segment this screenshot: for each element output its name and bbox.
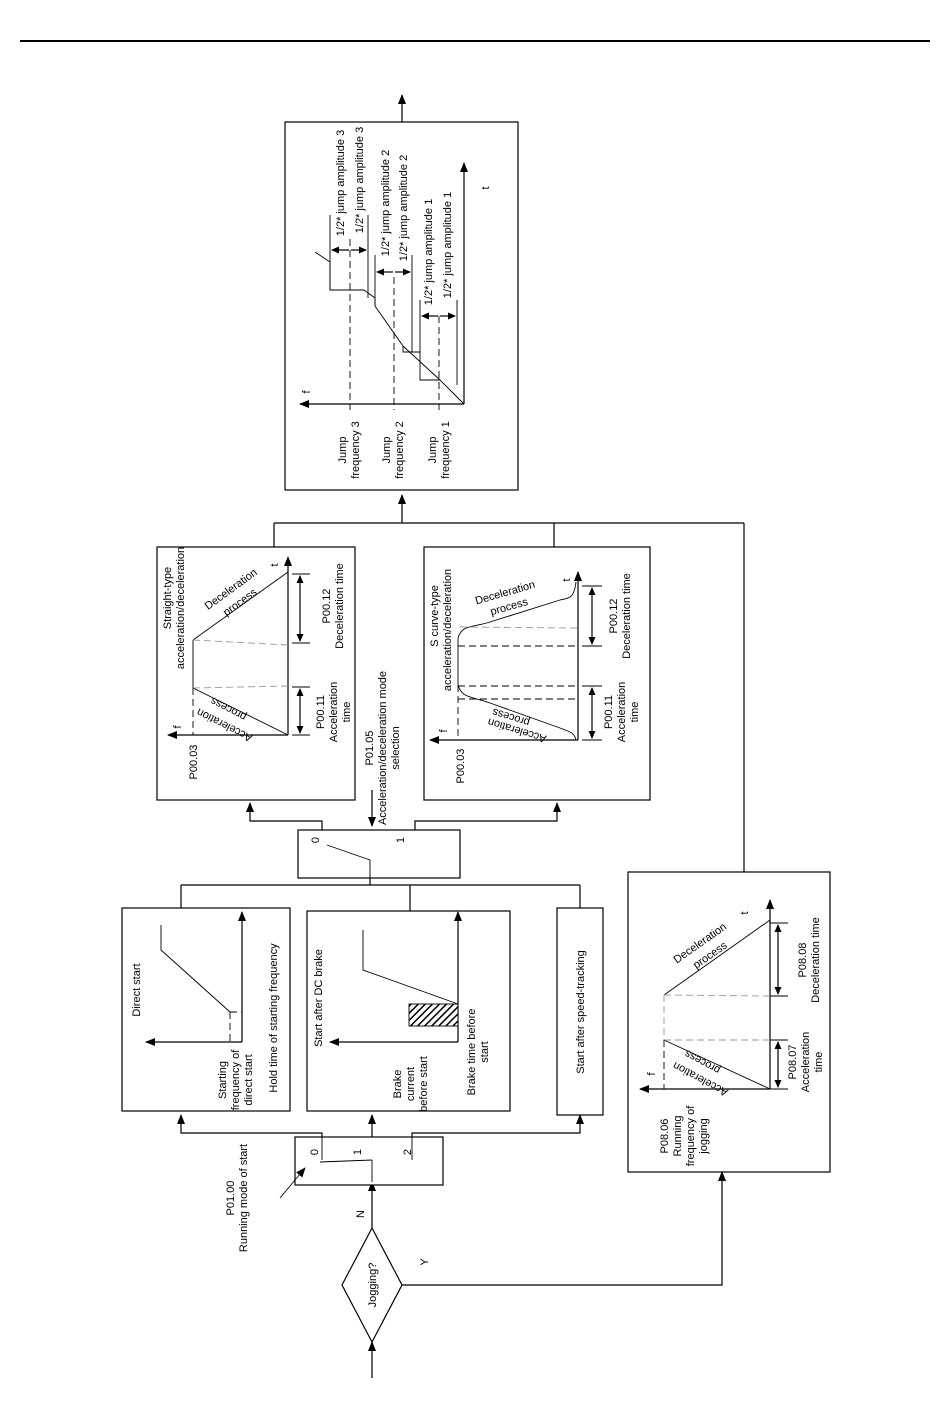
jump-t: t — [480, 186, 492, 189]
start-opt-0: 0 — [309, 1149, 321, 1155]
decision-no-label: N — [355, 1210, 367, 1218]
direct-start-freq-a: Starting — [217, 1061, 229, 1099]
jump-feed-lines — [273, 494, 745, 872]
jump-amp1-a: 1/2* jump amplitude 1 — [423, 199, 435, 305]
start-opt-1: 1 — [352, 1149, 364, 1155]
jump-freq2-b: frequency 2 — [394, 421, 406, 478]
jump-frequency-box: f t 1/2* jump amplitude 1 1/2* jump ampl… — [284, 94, 519, 491]
scurve-acc-label2: time — [629, 702, 641, 723]
jump-amp3-b: 1/2* jump amplitude 3 — [354, 127, 366, 233]
accdec-selector: 0 1 P01.05 Acceleration/deceleration mod… — [246, 671, 561, 879]
speed-tracking-box: Start after speed-tracking — [556, 907, 604, 1116]
start-mode-selector: 0 1 2 P01.00 Running mode of start — [177, 1114, 584, 1252]
accdec-opt-0: 0 — [310, 837, 322, 843]
straight-f: f — [172, 725, 184, 729]
jump-freq3-a: Jump — [337, 437, 349, 464]
jump-freq1-a: Jump — [427, 437, 439, 464]
start-opt-2: 2 — [402, 1149, 414, 1155]
jog-acc-param: P08.07 — [787, 1045, 799, 1080]
scurve-title1: S curve-type — [429, 585, 441, 647]
jump-freq1-b: frequency 1 — [440, 421, 452, 478]
jog-acc2: time — [813, 1052, 825, 1073]
straight-dec-label: Deceleration time — [334, 563, 346, 649]
jog-f: f — [646, 1072, 658, 1076]
dc-brake-title: Start after DC brake — [313, 949, 325, 1047]
jump-freq3-b: frequency 3 — [350, 421, 362, 478]
s-curve-box: S curve-type acceleration/deceleration D… — [423, 546, 651, 801]
straight-title1: Straight-type — [162, 567, 174, 629]
decision-label: Jogging? — [367, 1263, 379, 1308]
jump-f: f — [301, 390, 313, 394]
straight-type-box: Straight-type acceleration/deceleration … — [156, 546, 356, 801]
dc-brake-current-c: before start — [418, 1056, 430, 1112]
scurve-dec-param: P00.12 — [608, 599, 620, 634]
direct-start-freq-c: direct start — [243, 1054, 255, 1105]
scurve-acc-label: Acceleration — [616, 682, 628, 743]
jog-freq2: frequency of — [685, 1105, 697, 1166]
accdec-param: P01.05 — [364, 731, 376, 766]
jog-freq-param: P08.06 — [659, 1119, 671, 1154]
straight-acc-label2: time — [341, 702, 353, 723]
jog-freq3: jogging — [698, 1118, 710, 1154]
accdec-opt-1: 1 — [395, 837, 407, 843]
straight-freq-param: P00.03 — [188, 745, 200, 780]
start-mode-param: P01.00 — [225, 1181, 237, 1216]
dc-brake-time-a: Brake time before — [466, 1009, 478, 1096]
scurve-title2: acceleration/deceleration — [442, 569, 454, 691]
jog-dec-label: Deceleration time — [810, 917, 822, 1003]
jog-dec-param: P08.08 — [797, 943, 809, 978]
direct-start-freq-b: frequency of — [230, 1049, 242, 1110]
jog-t: t — [739, 911, 751, 914]
jump-amp3-a: 1/2* jump amplitude 3 — [335, 130, 347, 236]
decision-node: Jogging? N Y — [341, 1171, 726, 1378]
straight-t: t — [269, 563, 281, 566]
start-mode-name: Running mode of start — [238, 1144, 250, 1252]
straight-acc-label: Acceleration — [328, 682, 340, 743]
direct-start-box: Direct start Starting frequency of direc… — [121, 907, 291, 1112]
jogging-box: Deceleration process Acceleration proces… — [627, 871, 831, 1173]
scurve-dec-label: Deceleration time — [621, 573, 633, 659]
straight-acc-param: P00.11 — [315, 695, 327, 729]
straight-dec-param: P00.12 — [321, 589, 333, 624]
accdec-name1: Acceleration/deceleration mode — [377, 671, 389, 825]
dc-brake-time-b: start — [479, 1041, 491, 1062]
dc-brake-current-b: current — [405, 1067, 417, 1101]
jump-amp2-a: 1/2* jump amplitude 2 — [380, 150, 392, 256]
direct-start-title: Direct start — [131, 963, 143, 1016]
decision-yes-label: Y — [419, 1258, 431, 1266]
jog-freq1: Running — [672, 1116, 684, 1157]
scurve-f: f — [438, 729, 450, 733]
scurve-acc-param: P00.11 — [603, 695, 615, 729]
scurve-t: t — [561, 578, 573, 581]
jump-amp2-b: 1/2* jump amplitude 2 — [398, 155, 410, 261]
straight-title2: acceleration/deceleration — [175, 547, 187, 669]
accdec-name2: selection — [390, 726, 402, 769]
dc-brake-start-box: Start after DC brake Brake current befor… — [306, 910, 511, 1112]
merge-lines — [180, 878, 581, 911]
dc-brake-current-a: Brake — [392, 1070, 404, 1099]
direct-start-hold: Hold time of starting frequency — [268, 943, 280, 1093]
brake-hatch — [408, 1003, 459, 1027]
jump-amp1-b: 1/2* jump amplitude 1 — [442, 192, 454, 298]
speed-tracking-title: Start after speed-tracking — [575, 950, 587, 1074]
jump-freq2-a: Jump — [381, 437, 393, 464]
scurve-freq-param: P00.03 — [455, 749, 467, 784]
jog-acc1: Acceleration — [800, 1032, 812, 1093]
